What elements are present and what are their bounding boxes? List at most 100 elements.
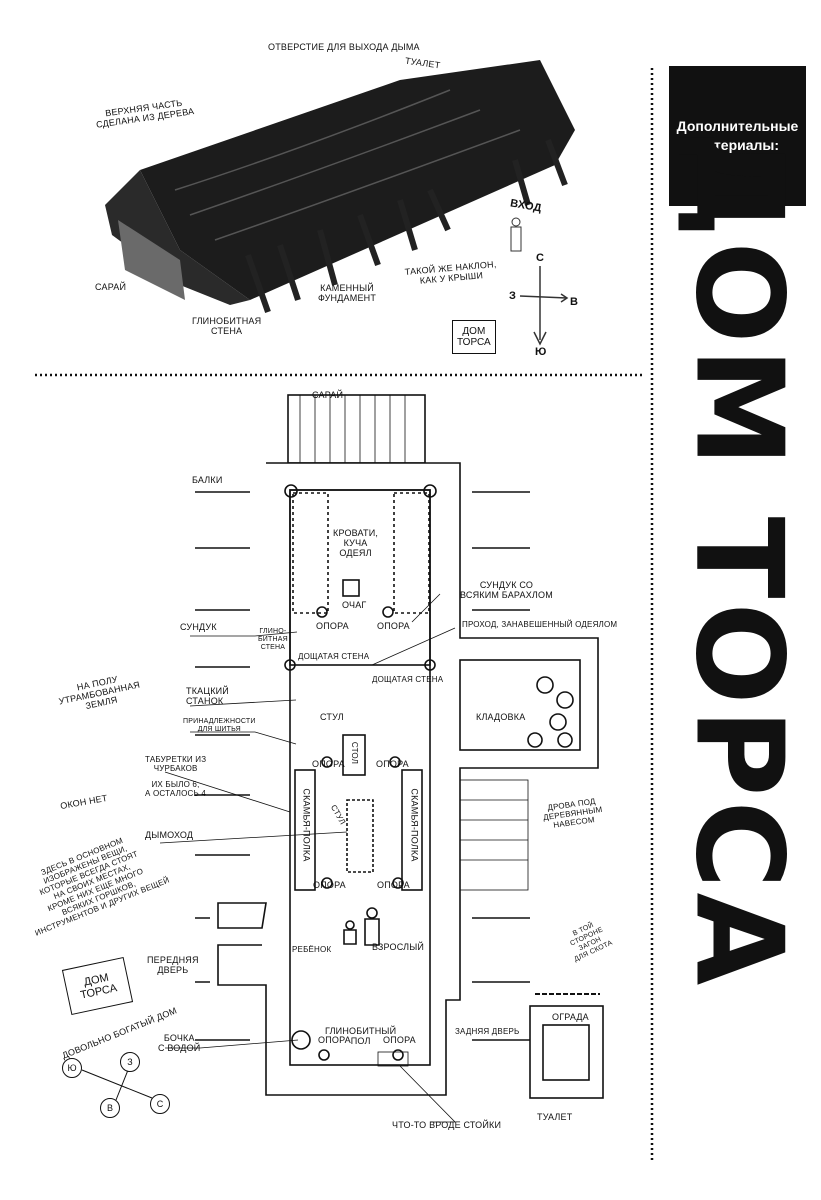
bottom-compass (81, 1069, 153, 1101)
label-hearth: Очаг (342, 600, 367, 610)
sleeping-area (289, 489, 431, 666)
label-line: для шитья (197, 726, 241, 733)
label-stools: Табуретки изчурбаков (145, 755, 206, 773)
compass-arrows-top (519, 266, 569, 346)
label-line: Их было 6, (151, 780, 200, 789)
label-beams: Балки (192, 475, 223, 485)
shed-outline (287, 394, 426, 464)
label-line: Передняя (147, 955, 199, 965)
label-chest: Сундук (180, 622, 217, 632)
label-bench-left: Скамья-полка (301, 788, 312, 862)
label-beds: Кровати,кучаодеял (333, 528, 378, 558)
label-line: фундамент (318, 293, 377, 303)
additional-materials-label: Дополнительные материалы: (676, 118, 799, 153)
label-shed: Сарай (312, 390, 344, 400)
label-line: Табуретки из (145, 755, 207, 764)
label-support: Опора (316, 621, 349, 631)
leader-lines (159, 593, 456, 1123)
label-line: Кровати, (333, 528, 379, 538)
label-pantry: Кладовка (476, 712, 526, 722)
label-back-door: Задняя дверь (455, 1027, 520, 1036)
label-clay-wall-top: Глинобитнаястена (192, 316, 261, 336)
label-clay-wall: Глино-битнаястена (258, 628, 288, 652)
label-stools-note: Их было 6,а осталось 4 (145, 780, 206, 798)
label-adult: Взрослый (372, 942, 425, 952)
label-passage: Проход, занавешенный одеялом (462, 620, 618, 629)
entrance-person-figure (510, 217, 522, 252)
toilet-inner (542, 1024, 590, 1081)
compass-north-plan: С (150, 1094, 170, 1114)
additional-materials-box: Дополнительные материалы: (669, 66, 806, 206)
label-line: пол (350, 1036, 371, 1046)
label-shed-top: Сарай (95, 282, 127, 292)
label-line: Ткацкий (186, 686, 229, 696)
bench-right (401, 769, 423, 891)
label-loom: Ткацкийстанок (186, 686, 229, 706)
support-posts (284, 484, 437, 1061)
label-line: стена (260, 644, 286, 651)
label-bench-right: Скамья-полка (409, 788, 420, 862)
label-line: станок (186, 696, 224, 706)
floor-plan (81, 394, 604, 1123)
storage-barrels (527, 676, 574, 748)
person-figures (343, 907, 380, 946)
stand (377, 1051, 409, 1067)
compass-south: Ю (535, 346, 547, 358)
firewood-deck (459, 779, 529, 891)
label-line: Каменный (320, 283, 374, 293)
label-child: Ребёнок (292, 945, 332, 954)
label-support: Опора (313, 880, 346, 890)
label-line: Глинобитная (192, 316, 262, 326)
label-front-door: Передняядверь (147, 955, 199, 975)
beams (195, 491, 530, 1041)
compass-south-plan: Ю (62, 1058, 82, 1078)
label-plank-wall: Дощатая стена (298, 652, 370, 661)
label-line: Глино- (259, 628, 287, 635)
label-clay-floor: Глинобитныйпол (325, 1026, 396, 1046)
label-support: Опора (377, 880, 410, 890)
label-line: Глинобитный (325, 1026, 397, 1036)
label-line: Принадлежности (183, 718, 256, 725)
longhouse-sketch (105, 60, 575, 313)
label-support: Опора (377, 621, 410, 631)
table (342, 734, 366, 776)
outer-wall (217, 462, 599, 1096)
label-line: куча (343, 538, 368, 548)
compass-east: В (570, 296, 579, 308)
label-junk-chest: Сундук совсяким барахлом (460, 580, 553, 600)
label-smoke-hole: Отверстие для выхода дыма (268, 42, 420, 52)
compass-west-plan: З (120, 1052, 140, 1072)
label-sewing: Принадлежностидля шитья (183, 718, 256, 734)
label-water-barrel: Бочкас водой (158, 1033, 200, 1053)
hearth (342, 579, 360, 597)
label-support: Опора (383, 1035, 416, 1045)
chimney-hearth (346, 799, 374, 873)
compass-west: З (509, 290, 517, 302)
compass-east-plan: В (100, 1098, 120, 1118)
label-line: чурбаков (153, 764, 198, 773)
label-chair: Стул (320, 712, 344, 722)
label-support: Опора (376, 759, 409, 769)
page-title: ДОМ ТОРСА (668, 130, 808, 990)
compass-north: С (536, 252, 545, 264)
label-support: Опора (318, 1035, 351, 1045)
label-stand: Что-то вроде стойки (392, 1120, 502, 1130)
bench-left (294, 769, 316, 891)
label-line: всяким барахлом (460, 590, 553, 600)
label-line: с водой (158, 1043, 201, 1053)
label-table: Стол (350, 741, 360, 765)
label-line: одеял (339, 548, 372, 558)
label-toilet: Туалет (537, 1112, 573, 1122)
stamp-line: ТОРСА (457, 337, 491, 348)
stamp-line: ДОМ (462, 326, 486, 337)
label-line: стена (211, 326, 243, 336)
label-line: Бочка (163, 1033, 195, 1043)
label-chimney: Дымоход (145, 830, 194, 840)
label-line: Сундук со (479, 580, 534, 590)
label-line: а осталось 4 (145, 789, 206, 798)
label-plank-wall: Дощатая стена (372, 675, 444, 684)
label-line: дверь (157, 965, 189, 975)
